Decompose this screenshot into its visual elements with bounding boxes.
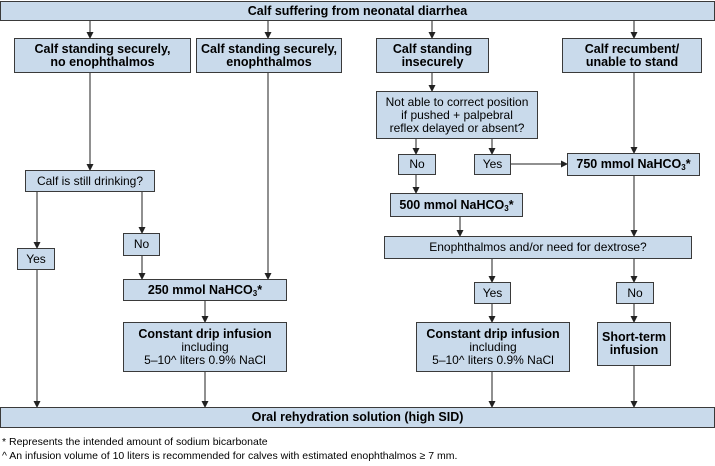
oral-rehydration-solution: Oral rehydration solution (high SID) xyxy=(0,407,715,428)
dose-750-bicarbonate: 750 mmol NaHCO3* xyxy=(567,153,700,176)
footnote-bicarbonate: * Represents the intended amount of sodi… xyxy=(2,436,268,448)
answer-yes-enophthalmos: Yes xyxy=(474,282,511,304)
answer-no-drinking: No xyxy=(123,233,160,256)
category-standing-insecurely: Calf standing insecurely xyxy=(376,38,489,73)
footnote-infusion-volume: ^ An infusion volume of 10 liters is rec… xyxy=(2,450,458,462)
dose-500-bicarbonate: 500 mmol NaHCO3* xyxy=(390,193,523,217)
question-still-drinking: Calf is still drinking? xyxy=(25,170,155,192)
question-correct-position: Not able to correct position if pushed +… xyxy=(376,91,538,139)
header-calf-diarrhea: Calf suffering from neonatal diarrhea xyxy=(0,1,715,21)
answer-no-position: No xyxy=(398,154,436,175)
answer-no-enophthalmos: No xyxy=(616,282,654,304)
category-standing-securely-no-enophthalmos: Calf standing securely, no enophthalmos xyxy=(14,38,191,73)
question-enophthalmos-dextrose: Enophthalmos and/or need for dextrose? xyxy=(384,236,692,259)
short-term-infusion: Short-term infusion xyxy=(597,322,671,366)
constant-drip-infusion-left: Constant drip infusion including 5–10^ l… xyxy=(123,322,287,372)
category-recumbent: Calf recumbent/ unable to stand xyxy=(562,38,702,73)
answer-yes-drinking: Yes xyxy=(17,248,55,270)
dose-250-bicarbonate: 250 mmol NaHCO3* xyxy=(123,279,287,301)
category-standing-securely-enophthalmos: Calf standing securely, enophthalmos xyxy=(196,38,342,73)
answer-yes-position: Yes xyxy=(474,154,511,175)
constant-drip-infusion-right: Constant drip infusion including 5–10^ l… xyxy=(416,322,570,372)
